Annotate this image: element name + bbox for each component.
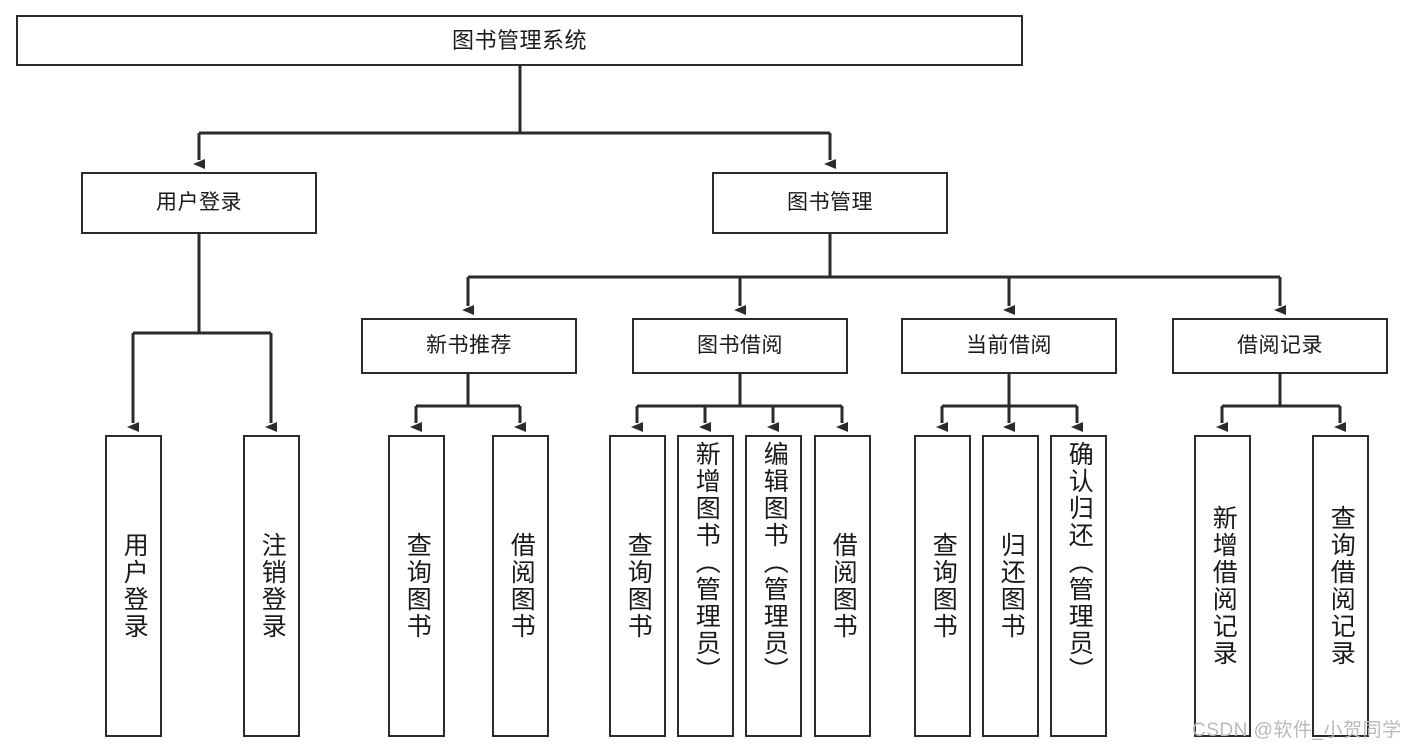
node-label: 借阅记录 (1237, 333, 1323, 357)
node-label: 查询借阅记录 (1327, 505, 1356, 667)
node-label: 查询图书 (403, 532, 432, 640)
leaf-user-login[interactable]: 用户登录 (105, 435, 162, 737)
watermark: CSDN @软件_小贺同学 (1192, 720, 1402, 741)
node-label: 编辑图书（管理员） (760, 441, 789, 684)
leaf-current-query-book[interactable]: 查询图书 (914, 435, 971, 737)
node-borrow-record[interactable]: 借阅记录 (1172, 318, 1388, 374)
leaf-return-book[interactable]: 归还图书 (982, 435, 1039, 737)
node-label: 查询图书 (929, 532, 958, 640)
leaf-add-borrow-record[interactable]: 新增借阅记录 (1194, 435, 1251, 737)
node-label: 确认归还（管理员） (1065, 441, 1094, 684)
node-label: 当前借阅 (966, 333, 1052, 357)
node-label: 借阅图书 (507, 532, 536, 640)
node-book-borrow[interactable]: 图书借阅 (632, 318, 848, 374)
node-current-borrow[interactable]: 当前借阅 (901, 318, 1117, 374)
leaf-new-book-query[interactable]: 查询图书 (388, 435, 445, 737)
node-label: 图书借阅 (697, 333, 783, 357)
node-label: 新增借阅记录 (1209, 505, 1238, 667)
leaf-borrow-book[interactable]: 借阅图书 (814, 435, 871, 737)
node-label: 归还图书 (997, 532, 1026, 640)
node-label: 新增图书（管理员） (692, 441, 721, 684)
node-label: 查询图书 (624, 532, 653, 640)
leaf-add-book-admin[interactable]: 新增图书（管理员） (677, 435, 734, 737)
node-label: 图书管理系统 (451, 27, 587, 53)
leaf-borrow-query-book[interactable]: 查询图书 (609, 435, 666, 737)
leaf-user-logout[interactable]: 注销登录 (243, 435, 300, 737)
leaf-new-book-borrow[interactable]: 借阅图书 (492, 435, 549, 737)
node-user-login[interactable]: 用户登录 (81, 172, 317, 234)
node-label: 新书推荐 (426, 333, 512, 357)
node-label: 用户登录 (156, 190, 242, 214)
leaf-query-borrow-record[interactable]: 查询借阅记录 (1312, 435, 1369, 737)
node-label: 注销登录 (258, 532, 287, 640)
node-label: 借阅图书 (829, 532, 858, 640)
leaf-edit-book-admin[interactable]: 编辑图书（管理员） (745, 435, 802, 737)
node-label: 图书管理 (787, 190, 873, 214)
leaf-confirm-return-admin[interactable]: 确认归还（管理员） (1050, 435, 1107, 737)
node-label: 用户登录 (120, 532, 149, 640)
node-new-book-recommend[interactable]: 新书推荐 (361, 318, 577, 374)
node-root-system[interactable]: 图书管理系统 (16, 15, 1023, 66)
node-book-management[interactable]: 图书管理 (712, 172, 948, 234)
